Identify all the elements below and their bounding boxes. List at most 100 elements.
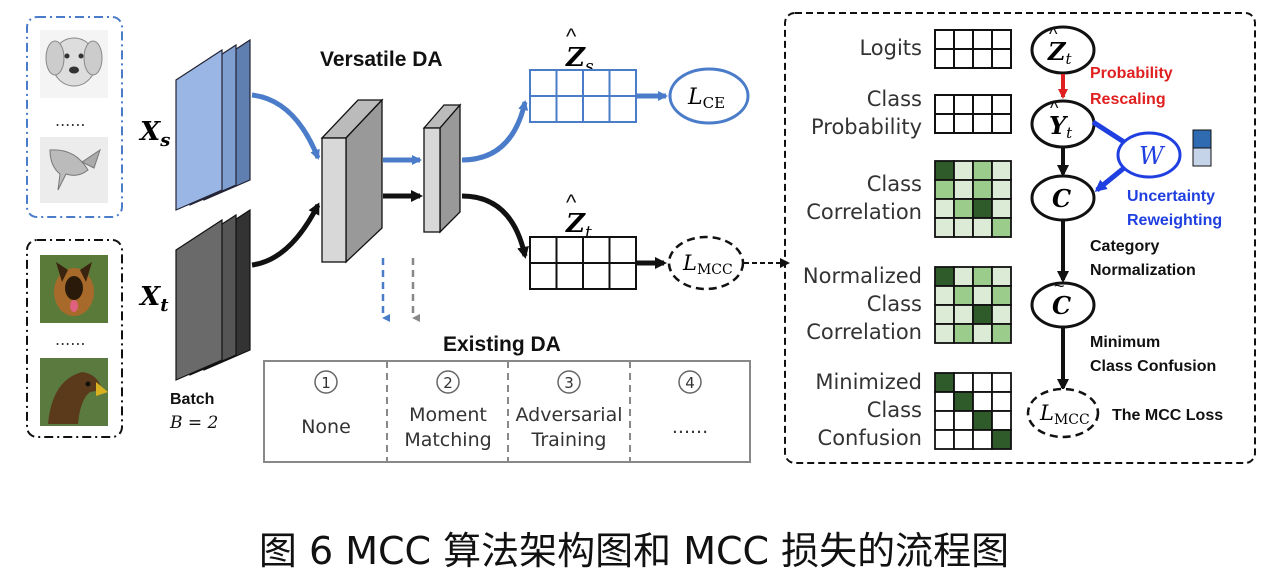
zs-label: Zs: [565, 43, 594, 77]
source-dots: ......: [55, 111, 86, 130]
versatile-da-title: Versatile DA: [320, 48, 443, 71]
flow-node-w: [1116, 131, 1182, 179]
panel-prob-grid-cell: [934, 48, 955, 69]
panel-matrix-cell: [972, 217, 993, 238]
panel-matrix-cell: [972, 410, 993, 431]
yt-to-w-link: [1091, 119, 1126, 145]
panel-matrix-cell: [934, 160, 955, 181]
panel-matrix-cell: [953, 179, 974, 200]
existing-option-number: 2: [443, 374, 453, 392]
source-image-group: [26, 16, 123, 218]
target-x-label: Xt: [138, 282, 169, 316]
zs-logits-grid: [529, 69, 637, 123]
panel-matrix-cell: [934, 323, 955, 344]
panel-matrix-cell: [953, 323, 974, 344]
panel-row-label: Class: [867, 87, 922, 111]
panel-row-label: Class: [867, 292, 922, 316]
panel-prob-grid-cell: [972, 94, 993, 115]
target-image-dog-photo: [40, 255, 108, 323]
panel-matrix-cell: [991, 179, 1012, 200]
svg-text:Yt: Yt: [1049, 111, 1073, 142]
svg-text:C: C: [1052, 184, 1071, 213]
panel-row-label: Correlation: [806, 200, 922, 224]
zt-grid-cell: [529, 236, 558, 264]
panel-matrix-cell: [991, 372, 1012, 393]
source-to-feature-arrow: [251, 92, 321, 160]
svg-text:C: C: [1052, 291, 1071, 320]
panel-matrix-cell: [991, 217, 1012, 238]
flow-node-lmcc: [1026, 387, 1100, 439]
panel-matrix-cell: [972, 429, 993, 450]
existing-option-label: ......: [672, 416, 708, 438]
panel-prob-grid-cell: [934, 29, 955, 50]
zt-grid-cell: [608, 262, 637, 290]
zt-grid-cell: [529, 262, 558, 290]
panel-prob-grid-cell: [953, 29, 974, 50]
panel-prob-grid-cell: [934, 94, 955, 115]
panel-prob-grid-cell: [953, 94, 974, 115]
batch-label: Batch: [170, 391, 214, 408]
panel-row-label: Probability: [811, 115, 922, 139]
panel-row-label: Confusion: [818, 426, 922, 450]
panel-matrix-cell: [953, 266, 974, 287]
source-image-bird-sketch: [40, 137, 108, 203]
panel-matrix-cell: [953, 372, 974, 393]
svg-text:LMCC: LMCC: [1039, 401, 1090, 428]
existing-option-label: Moment: [409, 404, 487, 426]
panel-matrix-cell: [953, 285, 974, 306]
panel-matrix-cell: [991, 410, 1012, 431]
step-rescale-label: Probability Rescaling: [1090, 65, 1177, 108]
zs-hat: ^: [566, 24, 577, 49]
panel-matrix-cell: [934, 266, 955, 287]
step-reweight-label: Uncertainty Reweighting: [1127, 188, 1222, 229]
zt-grid-cell: [582, 236, 611, 264]
panel-matrix-cell: [953, 217, 974, 238]
reweight-arrow: [1094, 166, 1126, 192]
panel-prob-grid-cell: [991, 48, 1012, 69]
panel-row-label: Logits: [859, 36, 922, 60]
panel-row-label: Class: [867, 172, 922, 196]
zs-grid-cell: [608, 69, 637, 97]
panel-matrix-cell: [934, 304, 955, 325]
panel-matrix-cell: [972, 198, 993, 219]
panel-matrix-cell: [953, 160, 974, 181]
zt-grid-cell: [555, 262, 584, 290]
classifier-block: [422, 103, 462, 234]
panel-prob-grid-cell: [972, 113, 993, 134]
lmcc-loss-node: [667, 235, 745, 291]
existing-option-label: Training: [531, 429, 607, 451]
panel-matrix-cell: [972, 179, 993, 200]
svg-text:^: ^: [1050, 98, 1059, 118]
panel-prob-grid-cell: [953, 113, 974, 134]
panel-matrix-cell: [934, 429, 955, 450]
flow-node-ctilde: [1030, 281, 1096, 329]
panel-matrix-cell: [991, 429, 1012, 450]
panel-row-label: Correlation: [806, 320, 922, 344]
classifier-to-zt-arrow: [461, 193, 529, 259]
panel-matrix-cell: [934, 179, 955, 200]
panel-matrix-cell: [972, 391, 993, 412]
lce-loss-node: [668, 67, 750, 125]
zs-grid-cell: [582, 69, 611, 97]
existing-option-number-circle: [314, 370, 338, 394]
existing-da-title: Existing DA: [443, 333, 561, 356]
batch-size: B = 2: [169, 413, 218, 433]
panel-row-label: Normalized: [803, 264, 922, 288]
panel-prob-grid-cell: [991, 94, 1012, 115]
existing-option-number-circle: [557, 370, 581, 394]
zs-grid-cell: [529, 69, 558, 97]
panel-matrix-cell: [972, 323, 993, 344]
panel-matrix-cell: [972, 285, 993, 306]
panel-matrix-cell: [991, 304, 1012, 325]
lce-loss-label: LCE: [687, 85, 725, 112]
zs-grid-cell: [582, 95, 611, 123]
existing-option-number: 3: [564, 374, 574, 392]
zt-grid-cell: [608, 236, 637, 264]
target-to-feature-arrow: [251, 202, 321, 268]
panel-matrix-cell: [991, 391, 1012, 412]
target-dots: ......: [55, 330, 86, 349]
panel-matrix-cell: [972, 266, 993, 287]
existing-option-number: 4: [685, 374, 695, 392]
panel-matrix-cell: [953, 410, 974, 431]
panel-matrix-cell: [991, 323, 1012, 344]
